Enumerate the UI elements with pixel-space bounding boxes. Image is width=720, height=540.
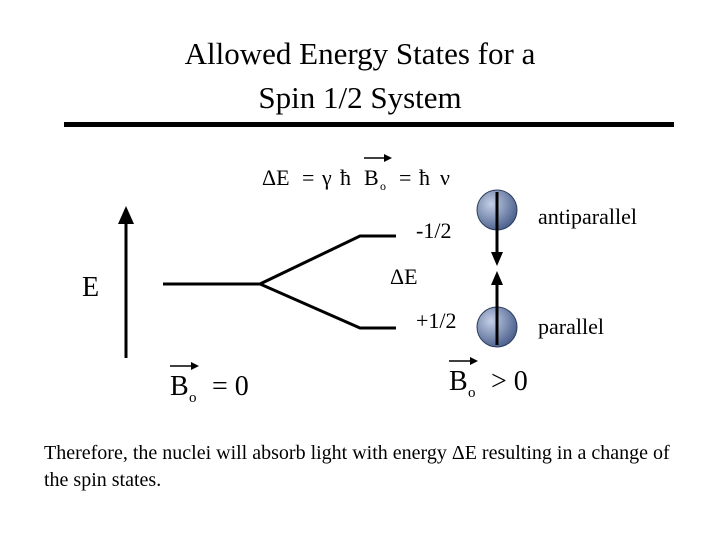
field-nonzero-rest: > 0 xyxy=(491,366,528,397)
b-vector-arrow-head xyxy=(384,154,392,162)
equation-equals-2: = xyxy=(399,165,411,190)
energy-axis-label: E xyxy=(82,272,99,303)
equation-b: B xyxy=(364,165,379,190)
equation-nu: ν xyxy=(440,165,450,190)
field-nonzero-vector-head xyxy=(470,357,478,365)
upper-state-label: -1/2 xyxy=(416,218,451,243)
equation-b-subscript: o xyxy=(380,179,386,193)
field-nonzero-subscript: o xyxy=(468,385,476,401)
energy-gap-label: ΔE xyxy=(390,264,418,289)
equation-gamma: γ xyxy=(321,165,332,190)
antiparallel-label: antiparallel xyxy=(538,204,637,229)
title-line-1: Allowed Energy States for a xyxy=(184,36,536,71)
antiparallel-spin-arrowhead xyxy=(491,252,503,266)
title-line-2: Spin 1/2 System xyxy=(258,80,462,115)
parallel-label: parallel xyxy=(538,314,604,339)
field-zero-b: B xyxy=(170,371,189,402)
lower-state-label: +1/2 xyxy=(416,308,457,333)
parallel-spin-arrowhead xyxy=(491,271,503,285)
conclusion-text: Therefore, the nuclei will absorb light … xyxy=(44,442,670,491)
field-nonzero-b: B xyxy=(449,366,468,397)
energy-axis-arrowhead xyxy=(118,206,134,224)
resonance-equation: ΔE = γ ħ B o = ħ ν xyxy=(262,154,450,193)
title-underline xyxy=(64,122,674,127)
equation-hbar-2: ħ xyxy=(419,165,430,190)
equation-hbar: ħ xyxy=(340,165,351,190)
equation-equals-1: = xyxy=(302,165,314,190)
field-zero-label: B o = 0 xyxy=(170,362,249,406)
slide-title: Allowed Energy States for a Spin 1/2 Sys… xyxy=(0,32,720,120)
energy-level-splitting xyxy=(256,234,396,330)
field-zero-subscript: o xyxy=(189,390,197,406)
field-zero-rest: = 0 xyxy=(212,371,249,402)
field-zero-vector-head xyxy=(191,362,199,370)
field-nonzero-label: B o > 0 xyxy=(449,357,528,401)
equation-delta-e: ΔE xyxy=(262,165,290,190)
